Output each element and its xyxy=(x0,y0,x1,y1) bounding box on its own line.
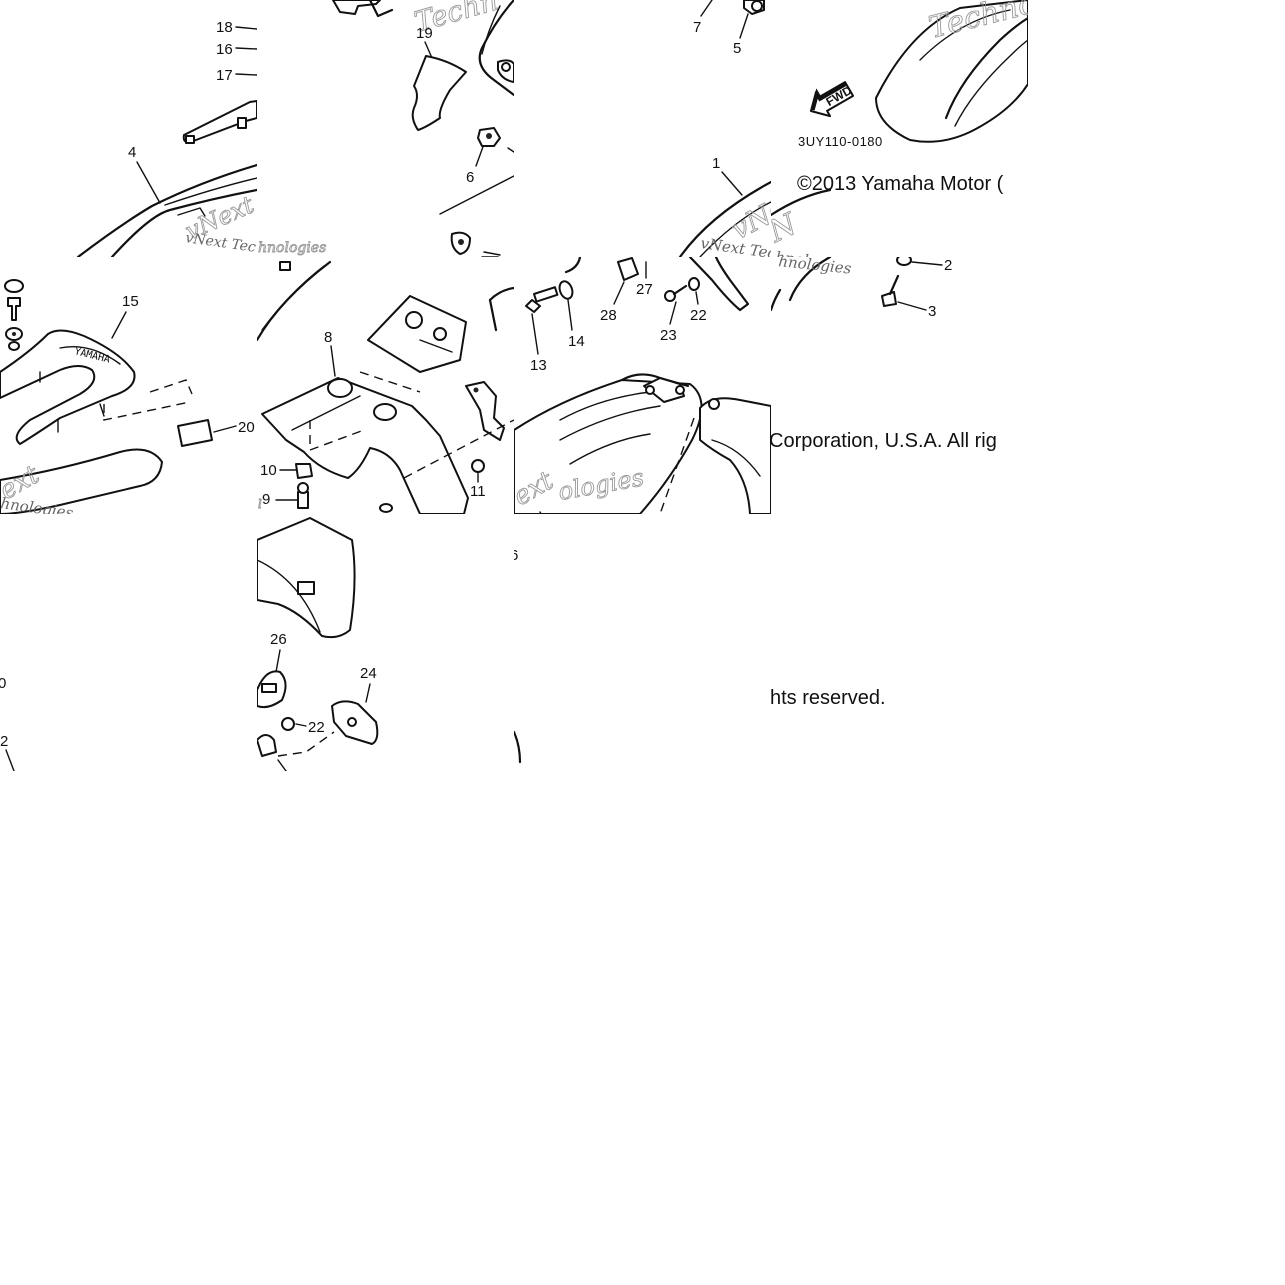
callout-2-lower: 2 xyxy=(0,733,8,750)
tile-bottom-second: 26 24 22 xyxy=(257,517,379,771)
callout-13: 13 xyxy=(530,357,547,374)
rubber-block-part xyxy=(177,419,213,447)
tile-middle-third: 13 14 28 27 23 22 21 xyxy=(514,257,771,546)
callout-4: 4 xyxy=(128,144,136,161)
callout-9: 9 xyxy=(262,491,270,508)
tile-top-second: Techn 19 6 hnologies xyxy=(258,0,514,257)
watermark-hnologies: hnologies xyxy=(775,248,850,274)
callout-20: 20 xyxy=(238,419,255,436)
tile-middle-left: 15 YAMAHA 20 ext hnologies xyxy=(0,279,255,514)
callout-14: 14 xyxy=(568,333,585,350)
callout-11: 11 xyxy=(470,483,486,500)
callout-10: 10 xyxy=(260,462,277,479)
callout-16: 16 xyxy=(216,41,233,58)
callout-6: 6 xyxy=(466,169,474,186)
fwd-arrow-icon: FWD xyxy=(809,81,854,118)
callout-25: 25 xyxy=(754,291,771,308)
tile-bottom-third: 6 xyxy=(510,547,522,764)
copyright-line-1: ©2013 Yamaha Motor ( xyxy=(797,173,1004,195)
callout-21: 21 xyxy=(542,529,559,546)
callout-15: 15 xyxy=(122,293,139,310)
tile-middle-right: 25 2 3 Corporation, U.S.A. All rig hnolo… xyxy=(754,257,997,452)
callout-17: 17 xyxy=(216,67,233,84)
rear-fender-part xyxy=(261,377,469,514)
callout-18: 18 xyxy=(216,19,233,36)
callout-0: 0 xyxy=(0,675,6,692)
callout-2: 2 xyxy=(944,257,952,274)
copyright-line-2: Corporation, U.S.A. All rig xyxy=(769,430,997,452)
callout-5: 5 xyxy=(733,40,741,57)
callout-7: 7 xyxy=(693,19,701,36)
callout-23: 23 xyxy=(660,327,677,344)
mounting-bracket-part xyxy=(367,295,467,373)
callout-22-lower: 22 xyxy=(308,719,325,736)
callout-6-lower: 6 xyxy=(510,547,518,564)
front-fender-part xyxy=(875,0,1028,143)
rear-rack-part xyxy=(0,329,136,445)
copyright-line-3: hts reserved. xyxy=(770,687,886,709)
callout-24: 24 xyxy=(360,665,377,682)
callout-1: 1 xyxy=(712,155,720,172)
svg-text:hnologies: hnologies xyxy=(258,240,326,256)
tile-bottom-right: hts reserved. xyxy=(770,687,886,709)
callout-27: 27 xyxy=(636,281,653,298)
callout-19: 19 xyxy=(416,25,433,42)
callout-28: 28 xyxy=(600,307,617,324)
tile-top-left: 18 16 17 4 vNext Tec vNext Tec xyxy=(76,19,257,257)
tile-bottom-left: 0 2 xyxy=(0,675,15,771)
bolt-13-part xyxy=(533,286,559,303)
svg-text:vNext Tec: vNext Tec xyxy=(184,230,256,256)
callout-3: 3 xyxy=(928,303,936,320)
tail-light-housing-part xyxy=(257,517,356,639)
callout-22-upper: 22 xyxy=(690,307,707,324)
svg-text:l: l xyxy=(258,497,262,511)
callout-8: 8 xyxy=(324,329,332,346)
tile-top-right: Techno FWD 3UY110-0180 ©2013 Yamaha Moto… xyxy=(771,0,1028,274)
svg-text:vNext Tec: vNext Tec xyxy=(699,234,777,262)
tile-center: 8 10 9 11 l xyxy=(257,260,514,514)
seat-pad-part xyxy=(411,55,467,131)
callout-26: 26 xyxy=(270,631,287,648)
part-code-label: 3UY110-0180 xyxy=(798,134,883,149)
